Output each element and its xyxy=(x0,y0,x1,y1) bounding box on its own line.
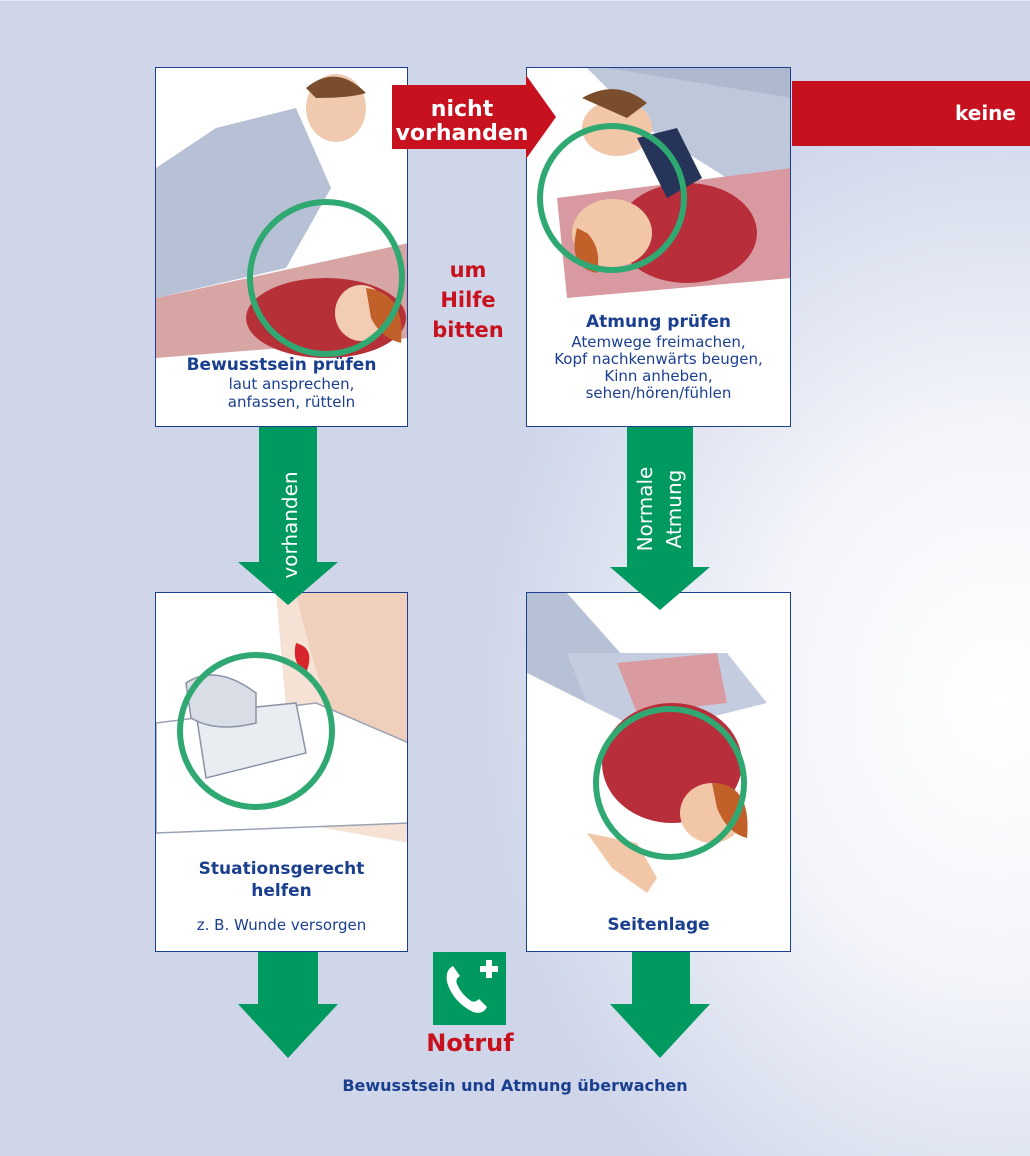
illustration-recovery-position xyxy=(527,593,767,893)
card-situational-help: Stuationsgerecht helfen z. B. Wunde vers… xyxy=(155,592,408,952)
highlight-circle xyxy=(537,123,687,273)
card-line-1: laut ansprechen, xyxy=(228,375,355,393)
label-ask-help-1: um xyxy=(449,258,487,282)
card-line-2: anfassen, rütteln xyxy=(227,393,356,411)
arrow-none xyxy=(792,81,1030,146)
illustration-check-consciousness xyxy=(156,74,407,358)
emergency-call-sign xyxy=(433,952,506,1025)
card-line-4: sehen/hören/fühlen xyxy=(585,384,732,402)
label-ask-help-2: Hilfe xyxy=(440,288,496,312)
card-line-2: Kopf nachkenwärts beugen, xyxy=(554,350,763,368)
card-title-line-1: Stuationsgerecht xyxy=(198,859,365,879)
highlight-circle xyxy=(593,706,747,860)
label-none: keine xyxy=(955,101,1016,125)
label-present: vorhanden xyxy=(278,471,302,579)
card-title: Seitenlage xyxy=(607,915,710,935)
label-not-present-line-1: nicht xyxy=(430,97,494,122)
highlight-circle xyxy=(247,199,405,357)
phone-icon xyxy=(446,960,498,1013)
arrow-monitor-right xyxy=(610,952,710,1058)
card-text: z. B. Wunde versorgen xyxy=(196,916,367,934)
card-title-line-2: helfen xyxy=(251,881,312,901)
footer-monitor: Bewusstsein und Atmung überwachen xyxy=(342,1076,688,1095)
card-line-3: Kinn anheben, xyxy=(604,367,713,385)
arrow-present xyxy=(238,427,338,605)
highlight-circle xyxy=(177,652,335,810)
card-check-consciousness: Bewusstsein prüfen laut ansprechen, anfa… xyxy=(155,67,408,427)
arrow-normal-breathing xyxy=(610,427,710,610)
label-emergency-call: Notruf xyxy=(426,1029,514,1057)
arrow-not-present xyxy=(392,75,556,159)
card-recovery-position: Seitenlage xyxy=(526,592,791,952)
arrow-monitor-left xyxy=(238,952,338,1058)
label-not-present-line-2: vorhanden xyxy=(395,121,529,146)
card-line-1: Atemwege freimachen, xyxy=(571,333,746,351)
label-ask-help-3: bitten xyxy=(432,318,504,342)
label-normal-breathing-2: Atmung xyxy=(662,469,686,549)
card-check-breathing: Atmung prüfen Atemwege freimachen, Kopf … xyxy=(526,67,791,427)
label-normal-breathing-1: Normale xyxy=(633,466,657,552)
card-title: Bewusstsein prüfen xyxy=(186,355,377,375)
card-title: Atmung prüfen xyxy=(586,312,731,332)
